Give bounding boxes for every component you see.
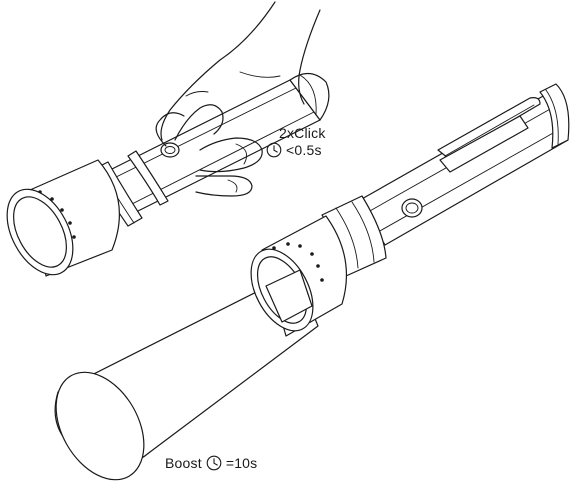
double-click-time: <0.5s [286,142,322,158]
top-flashlight-ring [127,150,169,206]
pocket-clip [437,97,541,159]
top-flashlight-button [160,142,180,158]
bottom-flashlight-icon [54,83,570,481]
boost-duration: Boost =10s [165,455,257,471]
clock-icon [206,455,222,471]
boost-label: Boost [165,455,202,471]
bottom-flashlight-body [359,94,569,246]
tail-cap [539,83,570,149]
boost-time: =10s [225,455,258,471]
hand-icon [155,1,321,197]
top-flashlight-lens [6,188,74,276]
clock-icon [266,142,282,158]
double-click-label: 2xClick [279,125,326,141]
top-flashlight-icon [6,72,330,277]
bottom-flashlight-button [401,198,423,218]
double-click-duration: <0.5s [266,142,322,158]
